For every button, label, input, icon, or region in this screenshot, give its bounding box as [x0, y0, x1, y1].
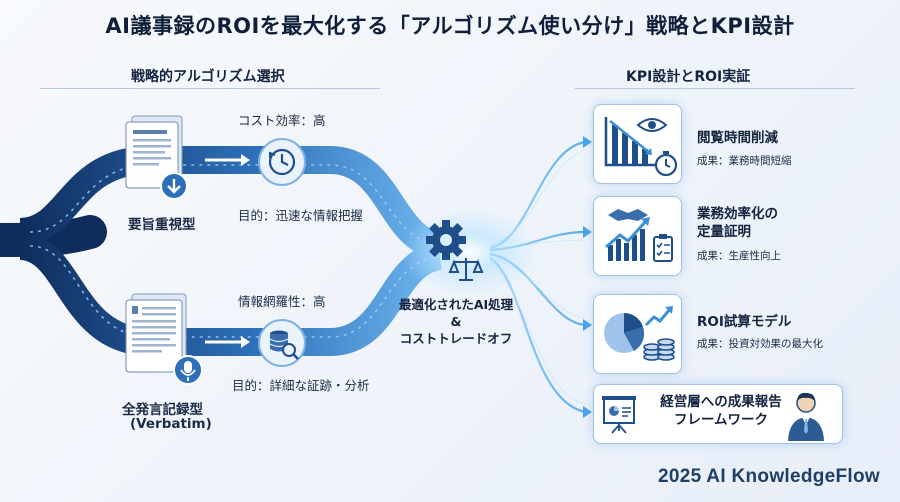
left-section-divider	[40, 88, 380, 89]
pie-coins-icon	[604, 306, 675, 361]
brand-footer: 2025 AI KnowledgeFlow	[657, 466, 880, 487]
light-burst	[400, 207, 540, 297]
summary-purpose: 目的：迅速な情報把握	[238, 208, 364, 223]
document-icon	[125, 115, 188, 200]
scale-icon	[448, 258, 484, 281]
clock-refresh-icon	[258, 138, 306, 186]
center-line-2: &	[450, 314, 462, 329]
kpi-card-executive-report	[593, 384, 843, 444]
kpi-4-title: 経営層への成果報告 フレームワーク	[656, 393, 786, 429]
verbatim-type-label: 全発言記録型	[122, 402, 203, 418]
lower-flow-band	[18, 232, 444, 356]
presentation-board-icon	[602, 396, 636, 434]
kpi-2-result: 成果：生産性向上	[697, 250, 781, 262]
kpi-1-result: 成果：業務時間短縮	[697, 155, 792, 167]
center-line-1: 最適化されたAI処理	[398, 297, 514, 312]
kpi-card-roi-model	[593, 294, 682, 374]
entry-band	[0, 215, 107, 257]
kpi-4-title-line-1: 経営層への成果報告	[660, 394, 782, 410]
verbatim-metric: 情報網羅性：高	[238, 294, 326, 309]
main-title: AI議事録のROIを最大化する「アルゴリズム使い分け」戦略とKPI設計	[105, 14, 795, 38]
transcript-document-icon	[125, 293, 203, 385]
kpi-2-title-line-2: 定量証明	[697, 224, 751, 240]
chart-eye-stopwatch-icon	[604, 117, 678, 177]
summary-metric: コスト効率：高	[238, 113, 326, 128]
center-line-3: コストトレードオフ	[399, 331, 513, 346]
kpi-2-title: 業務効率化の 定量証明	[697, 205, 778, 241]
verbatim-type-en-label: (Verbatim)	[130, 416, 212, 432]
verbatim-purpose: 目的：詳細な証跡・分析	[232, 378, 370, 393]
center-caption: 最適化されたAI処理 & コストトレードオフ	[386, 296, 526, 347]
kpi-2-title-line-1: 業務効率化の	[697, 206, 778, 222]
right-section-divider	[575, 88, 855, 89]
left-section-title: 戦略的アルゴリズム選択	[131, 69, 285, 85]
summary-type-label: 要旨重視型	[128, 217, 196, 233]
right-section-title: KPI設計とROI実証	[626, 69, 751, 85]
database-search-icon	[258, 319, 306, 367]
kpi-card-time-reduction	[593, 104, 682, 184]
handshake-chart-icon	[605, 209, 673, 262]
kpi-3-title: ROI試算モデル	[697, 314, 792, 330]
kpi-3-result: 成果：投資対効果の最大化	[697, 338, 823, 350]
gear-icon	[426, 220, 466, 260]
kpi-card-efficiency	[593, 196, 682, 276]
kpi-1-title: 閲覧時間削減	[697, 130, 778, 146]
businessman-icon	[788, 392, 824, 441]
kpi-rays	[489, 140, 586, 414]
kpi-4-title-line-2: フレームワーク	[673, 412, 769, 428]
